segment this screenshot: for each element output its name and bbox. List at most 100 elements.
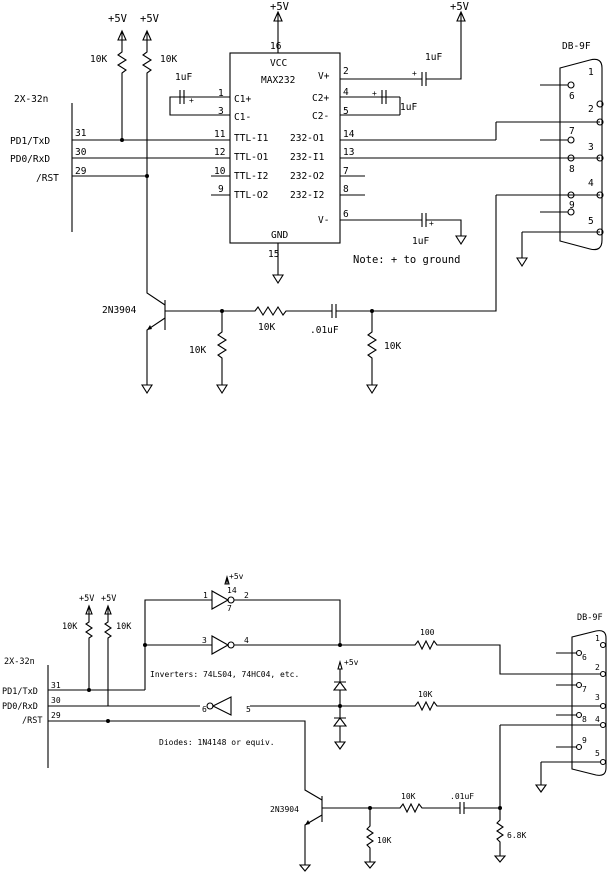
signal-label: /RST — [36, 173, 59, 184]
resistor-value: 10K — [377, 836, 392, 845]
db9-pin-number: 5 — [595, 749, 600, 758]
pin-number: 30 — [75, 147, 87, 158]
pin-number: 29 — [51, 711, 61, 720]
db9-pin-number: 6 — [569, 91, 575, 102]
capacitor-vminus — [340, 213, 467, 246]
pin-number: 31 — [75, 128, 87, 139]
db9-pin-number: 8 — [569, 164, 575, 175]
ground-symbol — [141, 384, 153, 395]
pin-number: 2 — [244, 591, 249, 600]
pullup-resistor-2 — [104, 614, 112, 706]
resistor-value: 10K — [418, 690, 433, 699]
transistor-2n3904 — [108, 720, 323, 865]
transistor-2n3904 — [146, 176, 166, 385]
base-wire — [322, 802, 500, 814]
pin-number: 15 — [268, 249, 279, 260]
junction-dot — [87, 688, 91, 692]
capacitor-value: .01uF — [310, 325, 339, 336]
vcc-arrow — [85, 604, 93, 615]
db9-pin-number: 8 — [582, 715, 587, 724]
pin-number: 5 — [246, 705, 251, 714]
chip-label: 2X-32n — [14, 94, 48, 105]
pin-number: 30 — [51, 696, 61, 705]
pin-number: 31 — [51, 681, 61, 690]
resistor-value: 10K — [384, 341, 401, 352]
signal-label: PD0/RxD — [2, 702, 38, 712]
pin-number: 29 — [75, 166, 87, 177]
base-wire — [165, 195, 497, 318]
vcc-label: +5V — [450, 1, 470, 13]
ic-pin-name: C1- — [234, 112, 251, 123]
inverter-3 — [211, 696, 600, 716]
polarity-mark: + — [189, 96, 194, 105]
note-text: Diodes: 1N4148 or equiv. — [159, 738, 275, 747]
db9-pin-number: 2 — [588, 104, 594, 115]
ic-pin-name: GND — [271, 230, 288, 241]
ic-pin-name: TTL-O2 — [234, 190, 268, 201]
pin-number: 11 — [214, 129, 226, 140]
db9-pin-number: 4 — [595, 715, 600, 724]
ic-pin-name: 232-O1 — [290, 133, 325, 144]
resistor-value: 100 — [420, 628, 435, 637]
db9-pins — [340, 81, 604, 268]
pin-number: 7 — [343, 166, 349, 177]
resistor-value: 10K — [189, 345, 206, 356]
pin-number: 2 — [343, 66, 349, 77]
resistor-value: 10K — [401, 792, 416, 801]
pullup-resistor-1 — [85, 614, 93, 690]
signal-label: PD0/RxD — [10, 154, 50, 165]
ic-pin-name: TTL-I2 — [234, 171, 268, 182]
bus-wires — [48, 689, 200, 722]
capacitor-vplus — [360, 21, 462, 86]
ground-symbol — [272, 274, 284, 285]
polarity-mark: + — [429, 219, 434, 228]
capacitor-value: 1uF — [400, 102, 417, 113]
db9-pin-number: 4 — [588, 178, 594, 189]
capacitor-value: 1uF — [412, 236, 429, 247]
inverter-bubble — [227, 596, 235, 604]
pullup-resistor-2 — [141, 40, 153, 176]
db9-pin-number: 1 — [588, 67, 594, 78]
ic-pin-name: 232-I1 — [290, 152, 325, 163]
vcc-arrow-4 — [456, 10, 466, 22]
capacitor-value: 1uF — [425, 52, 442, 63]
pin-number: 12 — [214, 147, 225, 158]
pin-number: 9 — [218, 184, 224, 195]
vcc-label: +5V — [270, 1, 290, 13]
junction-dot — [338, 643, 342, 647]
circuit-a: +5V +5V +5V +5V 10K 10K 2X-32n PD1/TxD P… — [10, 1, 604, 395]
db9-pin-number: 7 — [569, 126, 575, 137]
db9-pin-number: 6 — [582, 653, 587, 662]
vcc-label: +5V — [101, 594, 116, 604]
circuit-b: +5V +5V 10K 10K 2X-32n PD1/TxD PD0/RxD /… — [2, 572, 607, 872]
capacitor-value: .01uF — [450, 792, 474, 801]
db9-pins — [499, 641, 607, 810]
ic-pin-name: C2- — [312, 111, 329, 122]
db9-pin-number: 7 — [582, 685, 587, 694]
vcc-label: +5V — [79, 594, 94, 604]
vcc-arrow-1 — [117, 29, 127, 41]
note-text: Note: + to ground — [353, 254, 460, 266]
pin-number: 1 — [218, 88, 224, 99]
max232-chip — [229, 52, 341, 244]
db9-pin-number: 2 — [595, 663, 600, 672]
transistor-label: 2N3904 — [270, 805, 299, 814]
pin-number: 16 — [270, 41, 282, 52]
pin-number: 8 — [343, 184, 349, 195]
db9-pin-number: 3 — [588, 142, 594, 153]
resistor-value: 6.8K — [507, 831, 526, 840]
db9-pin-number: 5 — [588, 216, 594, 227]
vcc-arrow — [104, 604, 112, 615]
pullup-resistor-1 — [116, 40, 128, 140]
vcc-label: +5v — [229, 572, 244, 581]
pin-number: 3 — [218, 106, 224, 117]
ic-pin-name: 232-O2 — [290, 171, 324, 182]
inverter-2 — [145, 635, 600, 675]
connector-label: DB-9F — [562, 41, 591, 52]
junction-dot — [120, 138, 124, 142]
chip-label: 2X-32n — [4, 657, 35, 667]
resistor-value: 10K — [160, 54, 177, 65]
vcc-arrow — [224, 574, 230, 585]
signal-label: PD1/TxD — [10, 136, 50, 147]
db9-pin-number: 3 — [595, 693, 600, 702]
